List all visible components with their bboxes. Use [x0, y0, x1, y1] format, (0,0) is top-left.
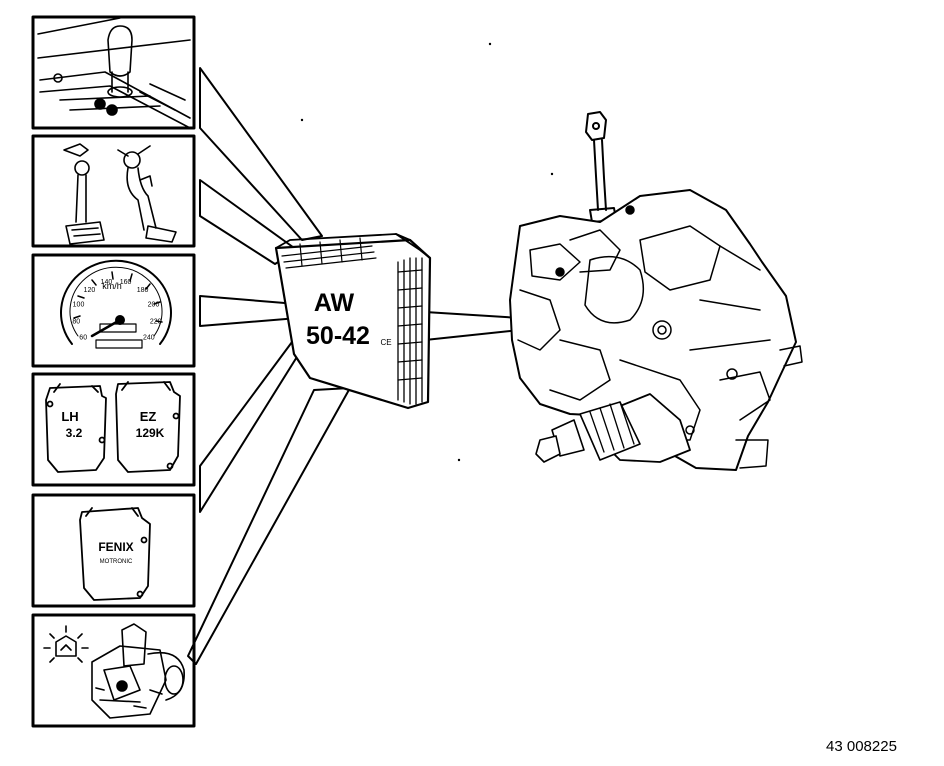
central-ecu: AW 50-42 CE	[274, 233, 432, 410]
panel-warning-throttle	[31, 613, 196, 728]
speedometer-label: 140	[101, 279, 113, 286]
gear-selector-cable	[585, 111, 617, 223]
warning-lamp-icon	[43, 625, 89, 663]
panel-speedometer: km/h 60 80 100 120 140 160 180 200 220 240	[31, 253, 196, 368]
speedometer-unit: km/h	[102, 281, 122, 291]
connector-gear-selector	[199, 67, 323, 241]
connector-speedometer	[199, 295, 299, 327]
speedometer-labels: 60 80 100 120 140 160 180 200 220 240	[72, 279, 161, 342]
ez-module-line2: 129K	[136, 426, 165, 440]
fenix-module-line2: MOTRONIC	[100, 559, 133, 565]
lh-module-line2: 3.2	[66, 426, 83, 440]
speedometer-label: 160	[120, 279, 132, 286]
connector-pedals	[199, 179, 298, 265]
speedometer-label: 60	[79, 335, 87, 342]
ecu-label-suffix: CE	[380, 338, 391, 347]
ez-module: EZ 129K	[115, 381, 181, 473]
scan-specks	[300, 42, 554, 462]
speedometer-label: 220	[150, 319, 162, 326]
ecu-cooling-fins	[397, 257, 423, 405]
fenix-module-line1: FENIX	[98, 540, 133, 554]
panel-gear-selector	[31, 15, 196, 130]
transmission-unit	[509, 111, 803, 471]
speedometer-label: 120	[84, 287, 96, 294]
lh-module: LH 3.2	[45, 383, 107, 473]
speedometer-label: 180	[137, 287, 149, 294]
connector-throttle	[187, 387, 351, 665]
panel-pedals	[31, 134, 196, 248]
panel-fenix-module: FENIX MOTRONIC	[31, 493, 196, 608]
connector-transmission	[424, 311, 521, 341]
ecu-label-line1: AW	[314, 289, 355, 317]
reference-number: 43 008225	[826, 738, 897, 755]
drive-shaft	[535, 393, 691, 463]
ecu-label-line2: 50-42	[306, 322, 370, 350]
ez-module-line1: EZ	[140, 409, 157, 424]
speedometer-illustration: km/h 60 80 100 120 140 160 180 200 220 240	[60, 259, 172, 349]
transmission-housing-details	[517, 205, 803, 469]
panel-ecu-modules: LH 3.2 EZ 129K	[31, 372, 196, 487]
speedometer-label: 100	[73, 301, 85, 308]
connector-ecu-modules	[199, 341, 301, 513]
speedometer-label: 240	[143, 335, 155, 342]
lh-module-line1: LH	[61, 409, 78, 424]
speedometer-label: 200	[148, 301, 160, 308]
speedometer-label: 80	[72, 319, 80, 326]
throttle-unit-illustration	[91, 623, 185, 719]
pedals-illustration	[63, 143, 177, 245]
ecu-connector-strip	[281, 237, 377, 269]
gear-selector-illustration	[37, 17, 191, 129]
fenix-module: FENIX MOTRONIC	[79, 507, 151, 601]
